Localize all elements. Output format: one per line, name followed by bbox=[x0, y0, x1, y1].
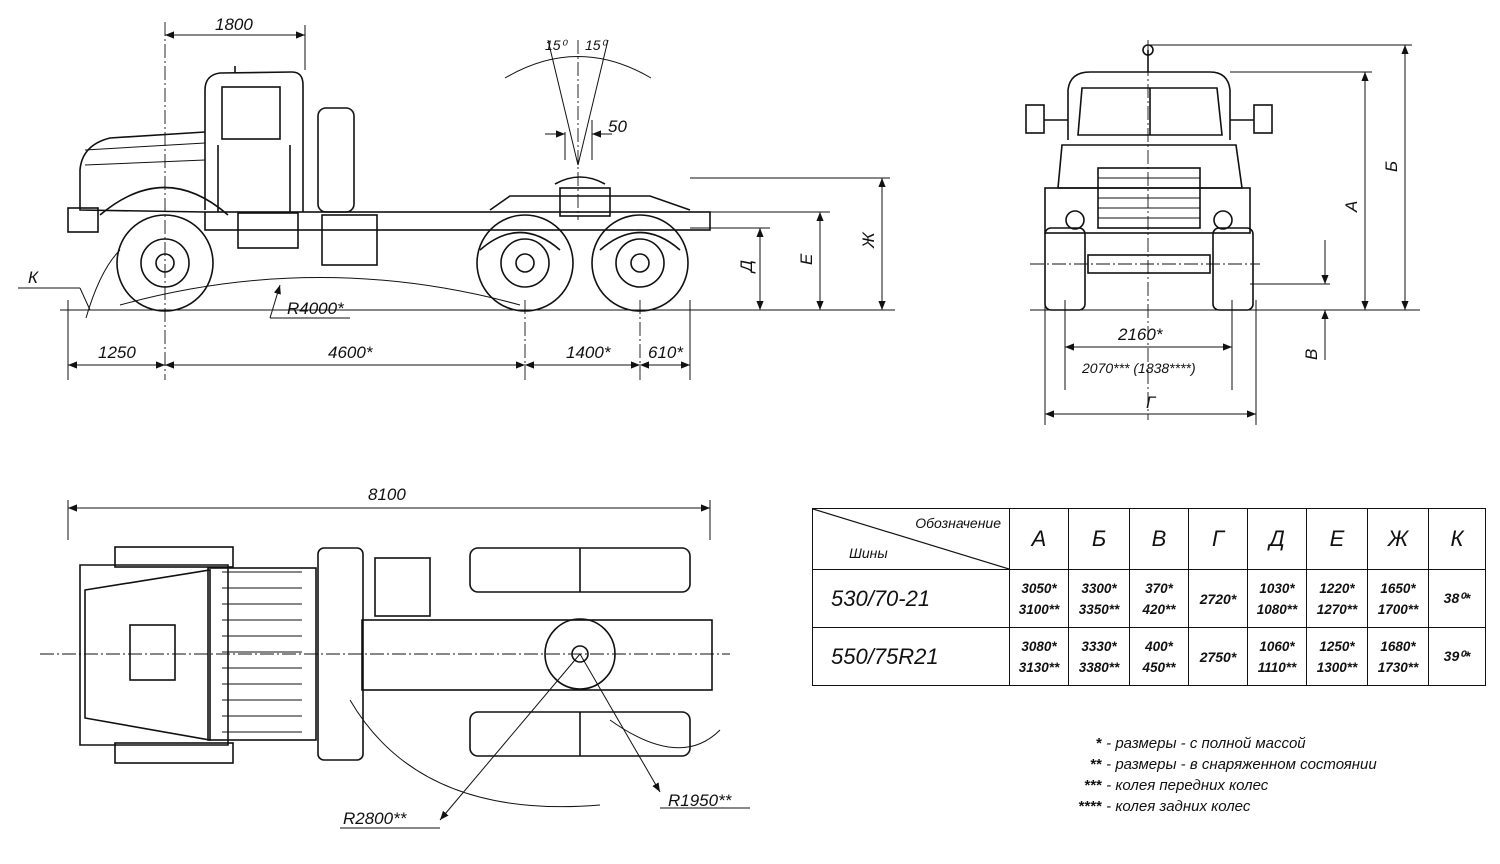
tyre-size: 530/70-21 bbox=[812, 569, 1010, 628]
col-header-k: К bbox=[1428, 508, 1486, 570]
table-corner-cell: Обозначение Шины bbox=[812, 508, 1010, 570]
col-header-e: Е bbox=[1306, 508, 1368, 570]
dim-label-e: Е bbox=[797, 253, 816, 265]
legend-item: **** - колея задних колес bbox=[1078, 798, 1251, 815]
dim-wheelbase: 4600* bbox=[328, 343, 374, 362]
dim-rear-overhang: 610* bbox=[648, 343, 684, 362]
dim-angle-right: 15⁰ bbox=[585, 37, 609, 53]
dim-label-zh: Ж bbox=[859, 231, 878, 249]
legend-item: *** - колея передних колес bbox=[1084, 777, 1269, 794]
front-view: 2160* 2070*** (1838****) А Б В Г bbox=[1025, 40, 1420, 425]
dim-turn-radius-inner: R1950** bbox=[668, 791, 733, 810]
cell-b: 3300*3350** bbox=[1068, 569, 1130, 628]
dim-overall-length: 8100 bbox=[368, 485, 406, 504]
col-header-b: Б bbox=[1068, 508, 1130, 570]
cell-k: 39⁰* bbox=[1428, 627, 1486, 686]
dim-bogie-base: 1400* bbox=[566, 343, 612, 362]
cell-d: 1030*1080** bbox=[1247, 569, 1307, 628]
table-row: 530/70-21 3050*3100** 3300*3350** 370*42… bbox=[812, 569, 1486, 628]
cell-g: 2720* bbox=[1188, 569, 1248, 628]
dim-ground-radius: R4000* bbox=[287, 299, 345, 318]
col-header-v: В bbox=[1129, 508, 1189, 570]
dim-coupling-offset: 50 bbox=[608, 117, 627, 136]
table-header-row: Обозначение Шины А Б В Г Д Е Ж К bbox=[812, 508, 1486, 570]
table-row: 550/75R21 3080*3130** 3330*3380** 400*45… bbox=[812, 627, 1486, 686]
header-tyres: Шины bbox=[849, 545, 888, 561]
cell-b: 3330*3380** bbox=[1068, 627, 1130, 686]
dim-cab-length: 1800 bbox=[215, 15, 253, 34]
tyre-size: 550/75R21 bbox=[812, 627, 1010, 686]
cell-e: 1250*1300** bbox=[1306, 627, 1368, 686]
dim-label-d: Д bbox=[737, 260, 756, 274]
col-header-a: А bbox=[1009, 508, 1069, 570]
dim-turn-radius-outer: R2800** bbox=[343, 809, 408, 828]
dim-angle-left: 15⁰ bbox=[545, 37, 569, 53]
cell-e: 1220*1270** bbox=[1306, 569, 1368, 628]
cell-g: 2750* bbox=[1188, 627, 1248, 686]
cell-zh: 1680*1730** bbox=[1367, 627, 1429, 686]
cell-k: 38⁰* bbox=[1428, 569, 1486, 628]
legend: * - размеры - с полной массой ** - разме… bbox=[1062, 733, 1377, 817]
cell-a: 3080*3130** bbox=[1009, 627, 1069, 686]
spec-table: Обозначение Шины А Б В Г Д Е Ж К 530/70-… bbox=[812, 508, 1486, 686]
dim-front-overhang: 1250 bbox=[98, 343, 136, 362]
side-view: 1800 15⁰ 15⁰ 50 1250 4600* 1400* 610* R4… bbox=[18, 15, 895, 380]
cell-d: 1060*1110** bbox=[1247, 627, 1307, 686]
dim-label-k: К bbox=[28, 268, 39, 287]
cell-v: 370*420** bbox=[1129, 569, 1189, 628]
top-view: 8100 R2800** R1950** bbox=[40, 485, 750, 829]
dim-front-track: 2160* bbox=[1117, 325, 1164, 344]
dim-track-note: 2070*** (1838****) bbox=[1081, 360, 1196, 376]
cell-a: 3050*3100** bbox=[1009, 569, 1069, 628]
header-designation: Обозначение bbox=[915, 515, 1001, 531]
cell-v: 400*450** bbox=[1129, 627, 1189, 686]
dim-label-a: А bbox=[1342, 201, 1361, 213]
legend-item: * - размеры - с полной массой bbox=[1096, 735, 1306, 752]
legend-item: ** - размеры - в снаряженном состоянии bbox=[1090, 756, 1377, 773]
col-header-d: Д bbox=[1247, 508, 1307, 570]
col-header-g: Г bbox=[1188, 508, 1248, 570]
col-header-zh: Ж bbox=[1367, 508, 1429, 570]
dim-label-b: Б bbox=[1382, 161, 1401, 172]
dim-label-g: Г bbox=[1146, 393, 1157, 412]
dim-label-v: В bbox=[1302, 349, 1321, 360]
cell-zh: 1650*1700** bbox=[1367, 569, 1429, 628]
